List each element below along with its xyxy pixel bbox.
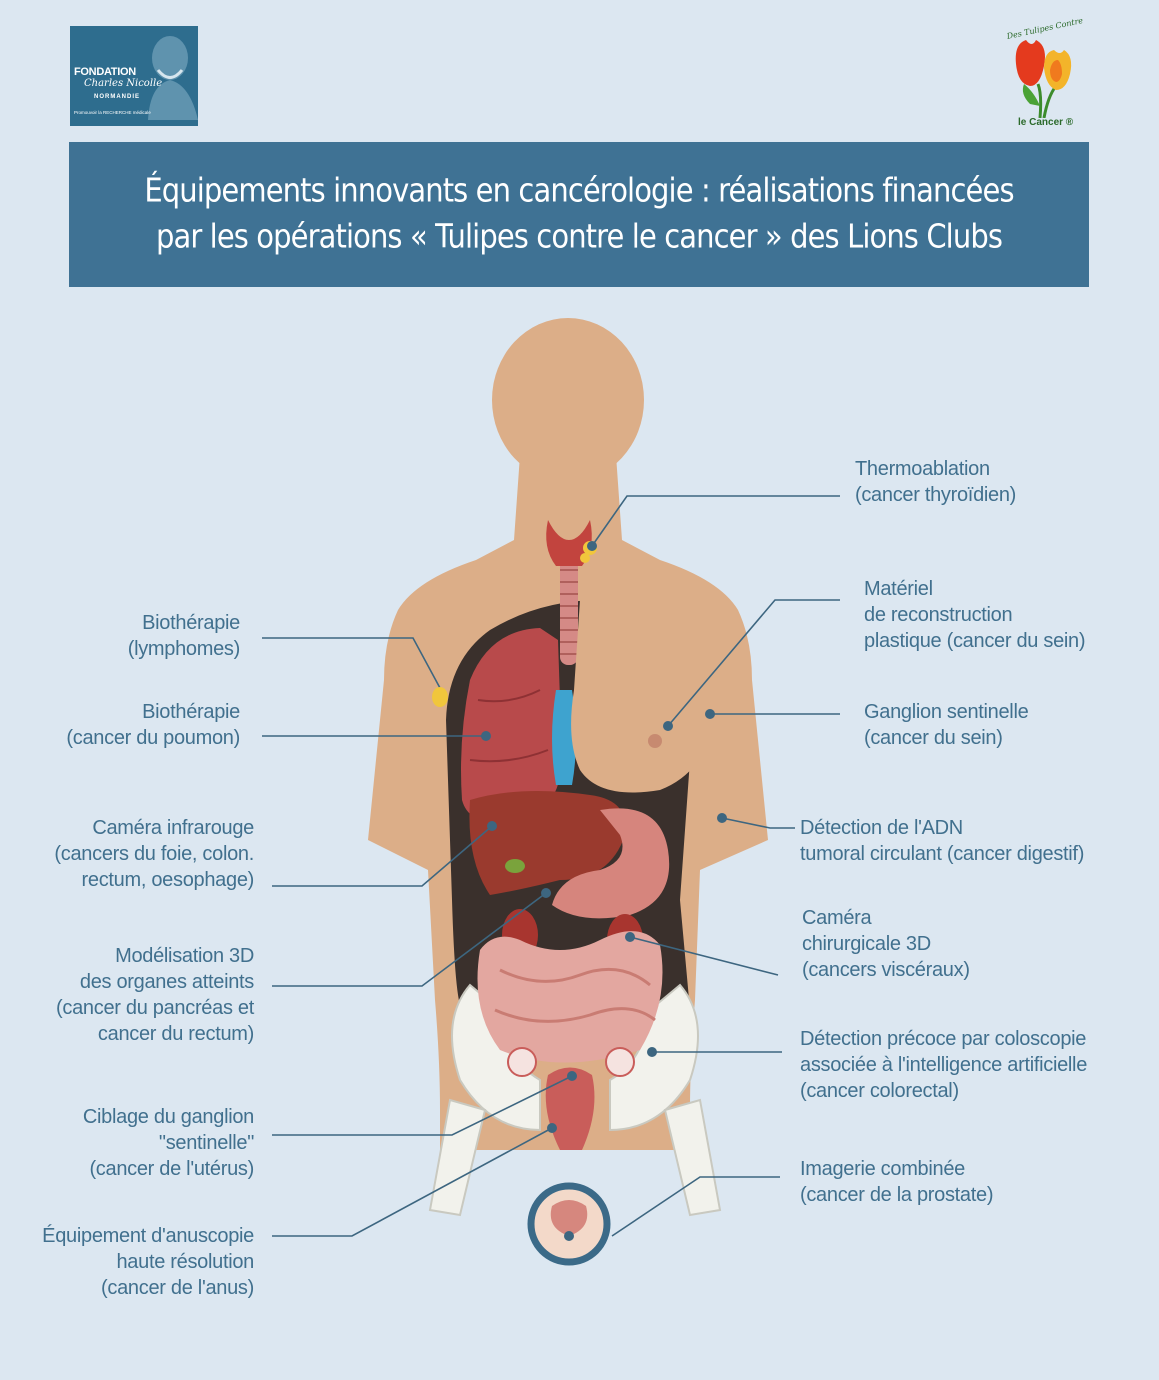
fondation-charles-nicolle-logo: FONDATION Charles Nicolle NORMANDIE Prom… <box>70 26 198 126</box>
label-line: cancer du rectum) <box>97 1023 254 1045</box>
label-line: tumoral circulant (cancer digestif) <box>800 843 1085 865</box>
label-line: Ciblage du ganglion <box>82 1106 254 1128</box>
portrait-icon <box>148 36 198 120</box>
label-thermoablation: Thermoablation (cancer thyroïdien) <box>855 456 1016 508</box>
label-line: (cancer colorectal) <box>800 1080 959 1102</box>
lymph-node <box>432 687 448 707</box>
trachea <box>560 555 578 665</box>
tulip-icon <box>1015 40 1072 118</box>
label-line: Caméra <box>802 907 872 929</box>
title-banner: Équipements innovants en cancérologie : … <box>69 142 1089 287</box>
tulipes-contre-le-cancer-logo: Des Tulipes Contre le Cancer ® <box>1000 16 1090 132</box>
label-line: (cancer de la prostate) <box>800 1184 994 1206</box>
label-line: Matériel <box>864 578 933 600</box>
label-line: (lymphomes) <box>127 638 241 660</box>
label-line: (cancer du pancréas et <box>56 997 254 1019</box>
label-line: (cancer thyroïdien) <box>855 484 1017 506</box>
label-bio-lymphomes: Biothérapie (lymphomes) <box>40 610 241 662</box>
label-line: Caméra infrarouge <box>92 817 254 839</box>
label-line: (cancers viscéraux) <box>802 959 970 981</box>
label-line: (cancers du foie, colon. <box>54 843 254 865</box>
stomach <box>552 808 670 919</box>
label-modelisation: Modélisation 3D des organes atteints (ca… <box>30 943 254 1047</box>
label-adn: Détection de l'ADN tumoral circulant (ca… <box>800 815 1084 867</box>
label-bio-poumon: Biothérapie (cancer du poumon) <box>40 699 240 751</box>
heart-vessels <box>552 690 576 785</box>
label-ciblage: Ciblage du ganglion "sentinelle" (cancer… <box>30 1104 254 1182</box>
label-line: de reconstruction <box>864 604 1013 626</box>
label-camera-3d: Caméra chirurgicale 3D (cancers viscérau… <box>802 905 970 983</box>
title-line-2: par les opérations « Tulipes contre le c… <box>155 216 1003 256</box>
label-line: "sentinelle" <box>158 1132 254 1154</box>
label-reconstruction: Matériel de reconstruction plastique (ca… <box>864 576 1086 654</box>
pelvis <box>428 983 722 1217</box>
label-line: (cancer de l'utérus) <box>89 1158 254 1180</box>
leader-lines <box>262 495 840 1237</box>
label-line: Modélisation 3D <box>115 945 254 967</box>
prostate-inset <box>527 1182 611 1266</box>
label-line: haute résolution <box>116 1251 254 1273</box>
logo-left-line1: FONDATION <box>74 66 136 78</box>
lung <box>461 628 562 823</box>
label-imagerie: Imagerie combinée (cancer de la prostate… <box>800 1156 994 1208</box>
label-line: (cancer du sein) <box>864 727 1003 749</box>
label-line: Équipement d'anuscopie <box>42 1225 254 1247</box>
label-line: Détection de l'ADN <box>800 817 963 839</box>
title-line-1: Équipements innovants en cancérologie : … <box>144 170 1014 210</box>
label-line: Thermoablation <box>855 458 990 480</box>
uterus <box>507 1047 635 1150</box>
logo-right-bottom: le Cancer ® <box>1018 117 1074 128</box>
label-line: associée à l'intelligence artificielle <box>800 1054 1088 1076</box>
label-line: Biothérapie <box>142 612 240 634</box>
logo-left-line2: Charles Nicolle <box>84 78 163 89</box>
breast-overlay <box>571 596 719 793</box>
intestines <box>477 931 663 1063</box>
label-line: (cancer de l'anus) <box>101 1277 254 1299</box>
label-line: des organes atteints <box>79 971 254 993</box>
label-camera-infrarouge: Caméra infrarouge (cancers du foie, colo… <box>30 815 254 893</box>
logo-left-line4: Promouvoir la RECHERCHE médicale <box>74 110 151 115</box>
label-line: rectum, oesophage) <box>81 869 255 891</box>
label-line: (cancer du poumon) <box>66 727 240 749</box>
label-coloscopie: Détection précoce par coloscopie associé… <box>800 1026 1087 1104</box>
marker-dots <box>481 541 727 1241</box>
label-line: Biothérapie <box>142 701 240 723</box>
logo-left-line3: NORMANDIE <box>94 94 140 100</box>
label-line: Imagerie combinée <box>800 1158 965 1180</box>
label-line: Ganglion sentinelle <box>864 701 1029 723</box>
label-ganglion-sein: Ganglion sentinelle (cancer du sein) <box>864 699 1029 751</box>
label-line: Détection précoce par coloscopie <box>800 1028 1087 1050</box>
label-anuscopie: Équipement d'anuscopie haute résolution … <box>20 1223 254 1301</box>
label-line: chirurgicale 3D <box>802 933 931 955</box>
label-line: plastique (cancer du sein) <box>864 630 1086 652</box>
